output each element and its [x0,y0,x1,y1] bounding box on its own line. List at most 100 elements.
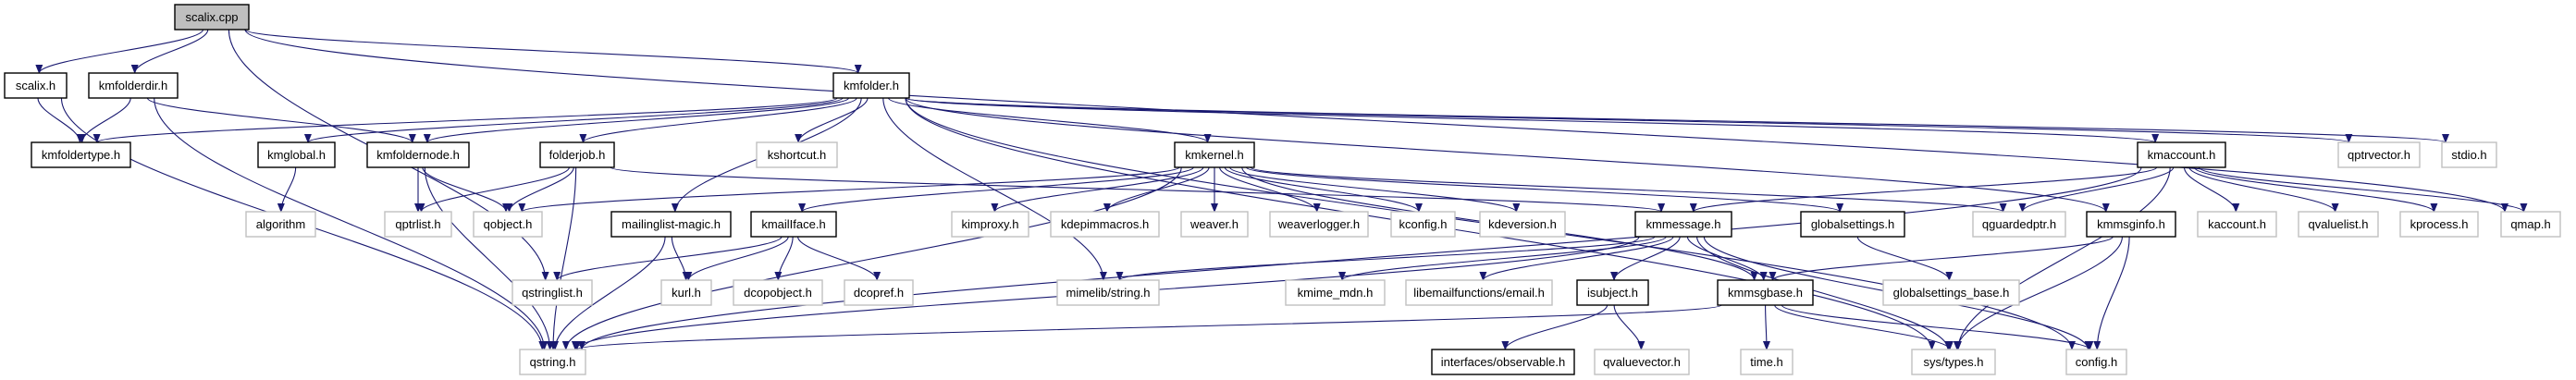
edge-kmailiface-h-to-dcopobject-h [774,236,794,281]
node-box [951,211,1029,238]
node-box [539,141,615,168]
edge-kmfolder-h-to-mimelib-string-h [882,97,1107,281]
node-box [512,279,593,306]
edge-kmfolderdir-h-to-kmfoldertype-h [78,97,131,143]
node-box [832,72,910,99]
node-weaver-h: weaver.h [1180,211,1249,238]
edge-kmkernel-h-to-qguardedptr-h [1250,166,2007,213]
node-box [2399,211,2479,238]
node-qvaluevector-h: qvaluevector.h [1594,349,1690,375]
edge-kmglobal-h-to-algorithm [277,166,297,213]
edge-kmfoldernode-h-to-qstring-h [424,166,554,350]
node-mailinglist-magic-h[interactable]: mailinglist-magic.h [610,211,732,238]
node-isubject-h[interactable]: isubject.h [1576,279,1649,306]
node-qvaluelist-h: qvaluelist.h [2298,211,2379,238]
node-label: qptrlist.h [395,217,440,231]
edge-kmkernel-h-to-weaverlogger-h [1219,166,1321,213]
node-label: dcopref.h [854,286,904,300]
node-box [660,279,712,306]
node-kmmessage-h[interactable]: kmmessage.h [1634,211,1732,238]
edge-kmmsginfo-h-to-sys-types-h [1953,236,2123,350]
node-label: isubject.h [1587,286,1638,300]
node-box [2441,141,2497,168]
node-box [1405,279,1553,306]
node-box [2197,211,2277,238]
node-label: qptrvector.h [2348,148,2410,162]
node-box [1972,211,2066,238]
node-kmfolderdir-h[interactable]: kmfolderdir.h [88,72,179,99]
node-kmfoldertype-h[interactable]: kmfoldertype.h [31,141,131,168]
edge-kmfolder-h-to-folderjob-h [579,97,857,143]
node-box [756,141,838,168]
node-kmaccount-h[interactable]: kmaccount.h [2137,141,2226,168]
node-box [2337,141,2421,168]
node-label: weaverlogger.h [1277,217,1360,231]
node-label: kshortcut.h [768,148,827,162]
node-box [844,279,914,306]
node-box [1285,279,1386,306]
node-kmfolder-h[interactable]: kmfolder.h [832,72,910,99]
edge-kmfolder-h-to-kmaccount-h [905,97,2159,143]
edge-kmaccount-h-to-qmap-h [2198,166,2528,213]
node-box [610,211,732,238]
edge-kmmessage-h-to-kmime-mdn-h [1338,236,1667,281]
node-kshortcut-h: kshortcut.h [756,141,838,168]
node-sys-types-h: sys/types.h [1911,349,1996,375]
node-box [257,141,336,168]
node-box [519,349,586,375]
node-box [366,141,470,168]
node-kmkernel-h[interactable]: kmkernel.h [1174,141,1255,168]
node-label: dcopobject.h [744,286,812,300]
edge-kmkernel-h-to-globalsettings-h [1245,166,1843,213]
node-label: kurl.h [672,286,701,300]
node-box [174,4,250,31]
node-box [1479,211,1566,238]
edge-isubject-h-to-interfaces-observable-h [1501,304,1608,350]
node-label: qvaluelist.h [2308,217,2368,231]
edge-kmfolderdir-h-to-qstring-h [154,97,548,350]
node-kurl-h: kurl.h [660,279,712,306]
edge-scalix-cpp-to-kmfolder-h [244,29,862,74]
node-label: kmglobal.h [267,148,326,162]
node-kmfoldernode-h[interactable]: kmfoldernode.h [366,141,470,168]
node-label: time.h [1750,355,1782,369]
edge-folderjob-h-to-qptrlist-h [417,166,570,213]
node-box [2298,211,2379,238]
edge-kmmsgbase-h-to-time-h [1762,304,1770,350]
node-box [1050,211,1160,238]
edge-kmaccount-h-to-kaccount-h [2183,166,2240,213]
node-kmmsgbase-h[interactable]: kmmsgbase.h [1717,279,1814,306]
edge-scalix-cpp-to-kmfolderdir-h [130,29,209,74]
node-weaverlogger-h: weaverlogger.h [1269,211,1369,238]
node-folderjob-h[interactable]: folderjob.h [539,141,615,168]
edge-kmfolder-h-to-kmfoldertype-h [93,97,838,143]
node-kdeversion-h: kdeversion.h [1479,211,1566,238]
node-box [1269,211,1369,238]
node-box [1911,349,1996,375]
node-algorithm: algorithm [245,211,316,238]
node-label: kmfoldertype.h [42,148,120,162]
node-scalix-cpp[interactable]: scalix.cpp [174,4,250,31]
node-kmailiface-h[interactable]: kmailIface.h [750,211,837,238]
node-interfaces-observable-h[interactable]: interfaces/observable.h [1431,349,1575,375]
node-label: qstringlist.h [522,286,583,300]
node-box [245,211,316,238]
edge-kmmsgbase-h-to-sys-types-h [1774,304,1954,350]
edge-kmkernel-h-to-qstring-h [561,166,1182,350]
node-kmglobal-h[interactable]: kmglobal.h [257,141,336,168]
edge-kmailiface-h-to-kurl-h [684,236,789,281]
edge-mailinglist-magic-h-to-kurl-h [671,236,690,281]
node-label: sys/types.h [1923,355,1983,369]
node-qobject-h: qobject.h [473,211,543,238]
edge-kmmessage-h-to-libemailfunctions-email-h [1479,236,1674,281]
node-kmmsginfo-h[interactable]: kmmsginfo.h [2086,211,2176,238]
node-label: config.h [2076,355,2118,369]
node-scalix-h[interactable]: scalix.h [4,72,68,99]
edge-kmkernel-h-to-kconfig-h [1224,166,1423,213]
node-kaccount-h: kaccount.h [2197,211,2277,238]
node-dcopref-h: dcopref.h [844,279,914,306]
node-box [750,211,837,238]
node-globalsettings-h[interactable]: globalsettings.h [1800,211,1905,238]
node-label: qstring.h [530,355,576,369]
